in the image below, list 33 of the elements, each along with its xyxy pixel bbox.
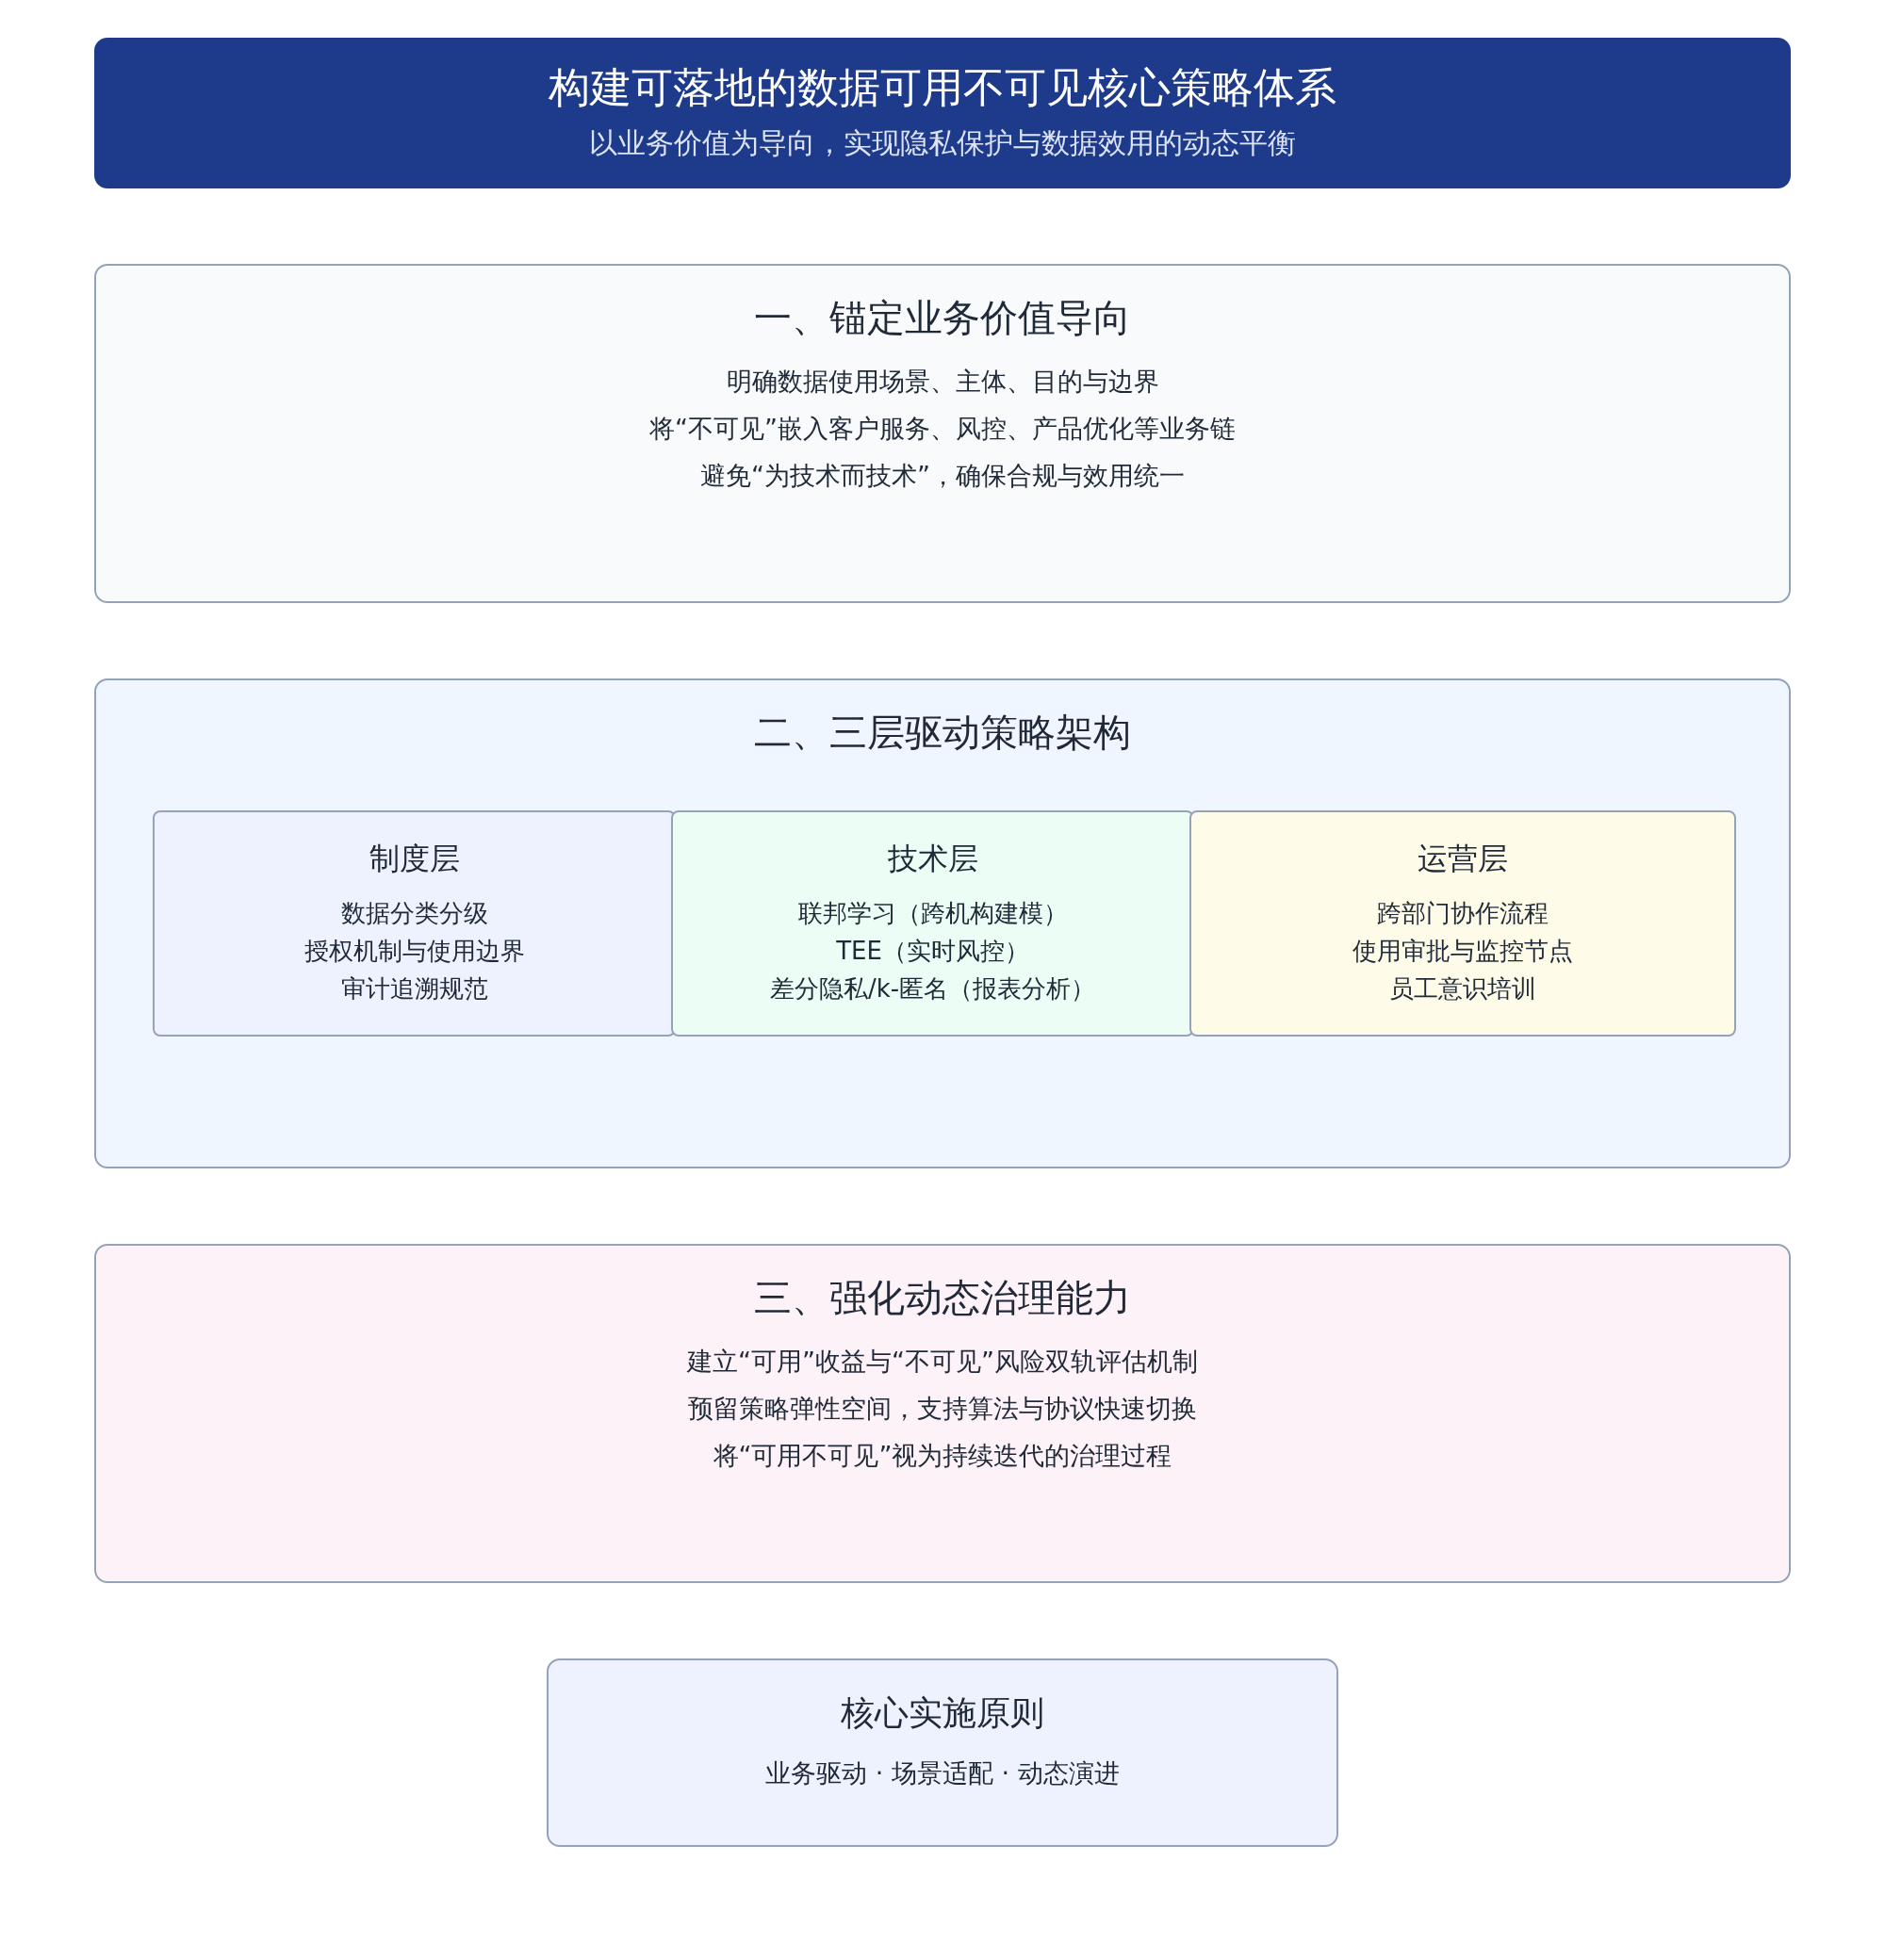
body-text: 审计追溯规范 bbox=[340, 973, 488, 1004]
body-text: TEE（实时风控） bbox=[836, 936, 1029, 967]
layer-box bbox=[671, 810, 1194, 1037]
body-text: 员工意识培训 bbox=[1389, 973, 1536, 1004]
body-text: 业务驱动 · 场景适配 · 动态演进 bbox=[765, 1757, 1120, 1789]
title: 构建可落地的数据可用不可见核心策略体系 bbox=[549, 62, 1336, 113]
section-panel bbox=[94, 264, 1791, 603]
section-panel bbox=[94, 1244, 1791, 1583]
layer-heading: 制度层 bbox=[369, 840, 460, 878]
body-text: 数据分类分级 bbox=[340, 898, 488, 929]
section-heading: 二、三层驱动策略架构 bbox=[754, 710, 1131, 756]
body-text: 授权机制与使用边界 bbox=[303, 936, 525, 967]
body-text: 预留策略弹性空间，支持算法与协议快速切换 bbox=[688, 1393, 1197, 1425]
body-text: 差分隐私/k-匿名（报表分析） bbox=[769, 973, 1096, 1004]
body-text: 建立“可用”收益与“不可见”风险双轨评估机制 bbox=[687, 1346, 1198, 1378]
layer-heading: 运营层 bbox=[1418, 840, 1508, 878]
subtitle: 以业务价值为导向，实现隐私保护与数据效用的动态平衡 bbox=[589, 125, 1296, 161]
body-text: 使用审批与监控节点 bbox=[1352, 936, 1573, 967]
layer-box bbox=[1189, 810, 1736, 1037]
body-text: 将“不可见”嵌入客户服务、风控、产品优化等业务链 bbox=[649, 413, 1236, 445]
principle-box bbox=[547, 1658, 1338, 1847]
body-text: 联邦学习（跨机构建模） bbox=[797, 898, 1068, 929]
body-text: 跨部门协作流程 bbox=[1377, 898, 1549, 929]
layer-box bbox=[153, 810, 676, 1037]
title-banner bbox=[94, 38, 1791, 188]
section-panel bbox=[94, 678, 1791, 1168]
body-text: 将“可用不可见”视为持续迭代的治理过程 bbox=[713, 1440, 1172, 1472]
section-heading: 三、强化动态治理能力 bbox=[754, 1275, 1131, 1321]
layer-heading: 技术层 bbox=[887, 840, 978, 878]
section-heading: 一、锚定业务价值导向 bbox=[754, 295, 1131, 341]
box-heading: 核心实施原则 bbox=[841, 1692, 1044, 1734]
body-text: 避免“为技术而技术”，确保合规与效用统一 bbox=[700, 460, 1185, 492]
body-text: 明确数据使用场景、主体、目的与边界 bbox=[726, 366, 1159, 398]
